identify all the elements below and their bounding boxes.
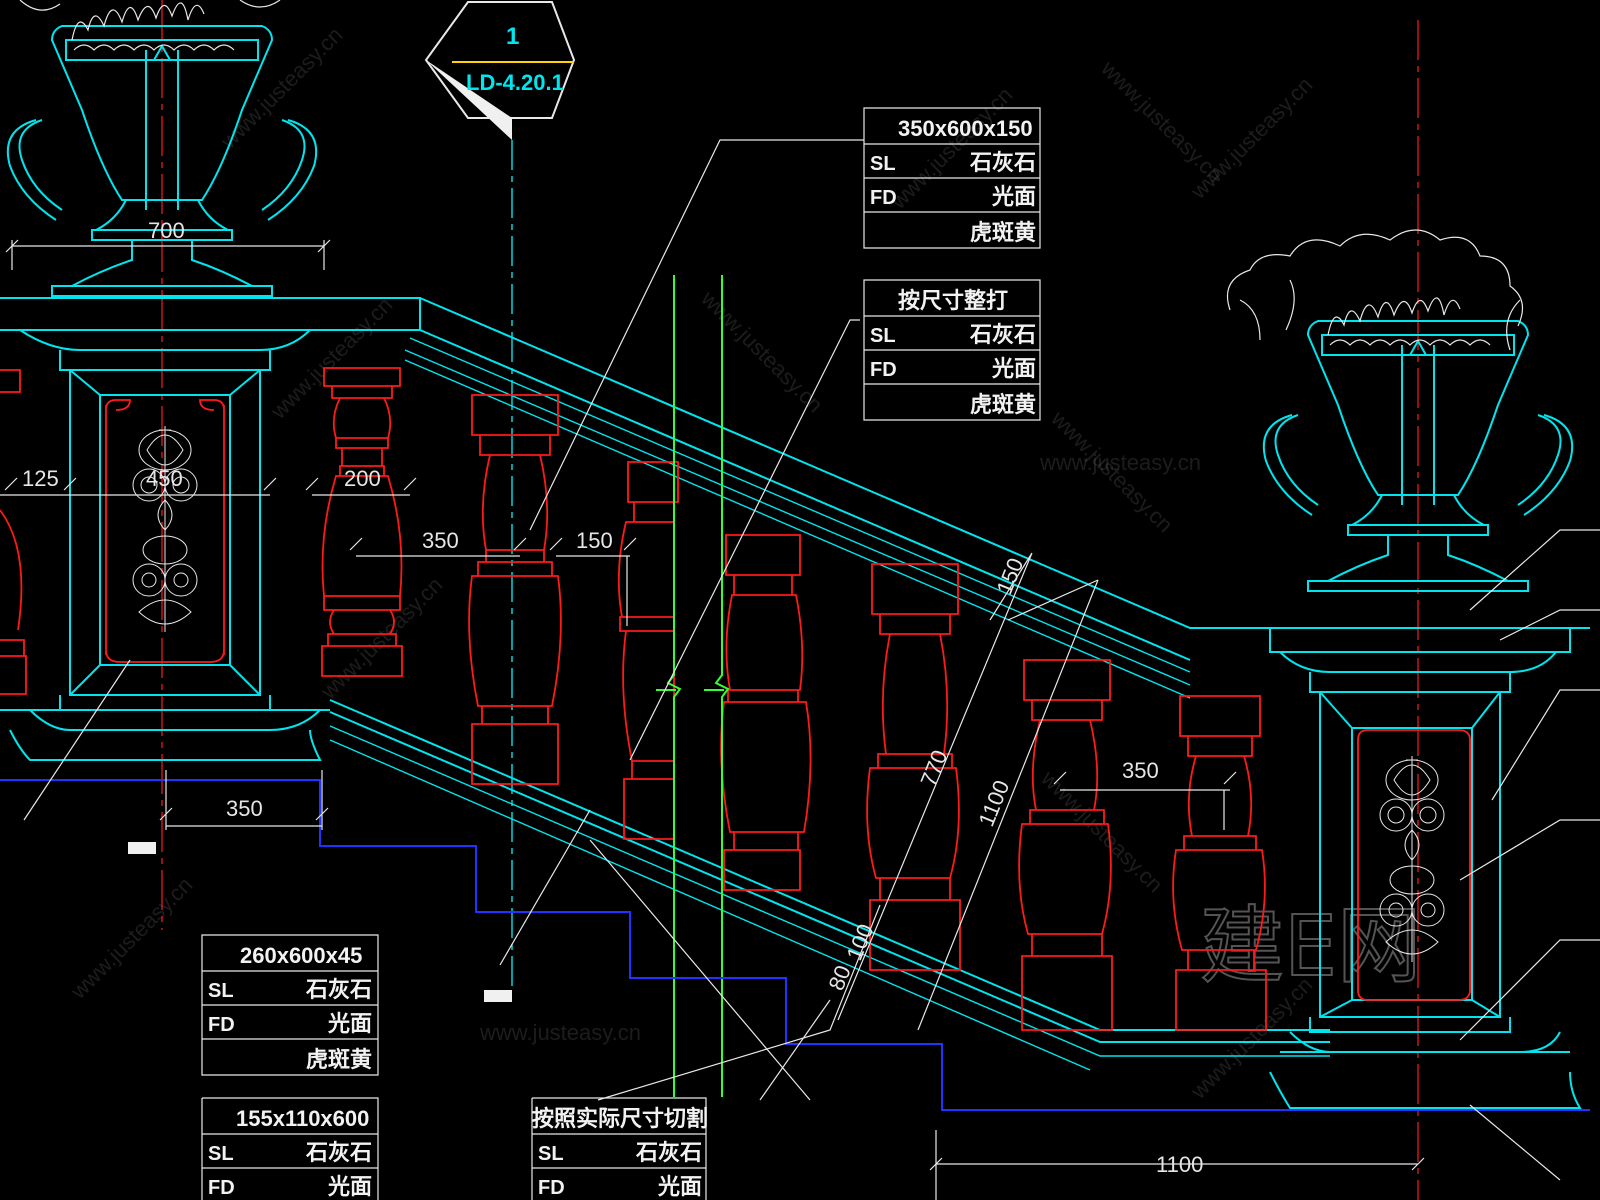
spec-code: SL: [538, 1143, 564, 1165]
watermark-text: www.justeasy.cn: [315, 572, 447, 704]
spec-value: 石灰石: [635, 1140, 702, 1165]
spec-table-header: 260x600x45: [240, 943, 362, 968]
watermark-text: www.justeasy.cn: [479, 1020, 641, 1045]
watermark-layer: www.justeasy.cn www.justeasy.cn www.just…: [65, 22, 1422, 1104]
spec-table: 155x110x600 SL 石灰石 FD 光面: [201, 1097, 379, 1200]
break-line: [656, 275, 730, 1097]
watermark-logo: 建E网: [1200, 897, 1421, 995]
right-post: [1269, 627, 1582, 1109]
dim-urn-width: 700: [148, 218, 185, 243]
spec-value: 虎斑黄: [970, 220, 1036, 245]
spec-code: SL: [870, 325, 896, 347]
dim-bottom-rail: 100: [841, 920, 878, 963]
left-urn-foliage: [19, 0, 281, 11]
dim-baluster-spacing: 350: [422, 528, 459, 553]
left-partial-baluster: [0, 369, 27, 695]
spec-value: 石灰石: [969, 322, 1036, 347]
dimension-lines: [0, 239, 1425, 1200]
bottom-rail: [329, 699, 1330, 1071]
dim-baluster-height: 770: [915, 746, 952, 789]
spec-table-header: 350x600x150: [898, 116, 1033, 141]
spec-value: 虎斑黄: [970, 392, 1036, 417]
dim-rail-offset: 125: [22, 466, 59, 491]
watermark-text: www.justeasy.cn: [65, 872, 197, 1004]
spec-code: FD: [208, 1014, 235, 1036]
dim-base-step: 350: [226, 796, 263, 821]
spec-code: FD: [870, 187, 897, 209]
leader-lines: [24, 139, 1600, 1181]
spec-value: 光面: [991, 184, 1036, 209]
dimension-labels: 700 450 125 200 350 150 350 150 770 1100…: [22, 218, 1203, 1177]
watermark-text: www.justeasy.cn: [1185, 72, 1317, 204]
spec-table: 按尺寸整打 SL 石灰石 FD 光面 虎斑黄: [863, 279, 1041, 421]
left-post: [0, 297, 421, 761]
dim-baluster-gap: 150: [576, 528, 613, 553]
spec-code: SL: [870, 153, 896, 175]
right-urn-foliage: [1226, 229, 1524, 351]
dim-baluster-spacing-b: 350: [1122, 758, 1159, 783]
spec-value: 石灰石: [969, 150, 1036, 175]
spec-table-header: 按尺寸整打: [898, 288, 1008, 313]
spec-code: FD: [208, 1177, 235, 1199]
spec-code: FD: [538, 1177, 565, 1199]
spec-table: 按照实际尺寸切割 SL 石灰石 FD 光面: [531, 1097, 708, 1200]
spec-code: FD: [870, 359, 897, 381]
spec-value: 虎斑黄: [306, 1047, 372, 1072]
spec-table-header: 按照实际尺寸切割: [532, 1106, 708, 1131]
watermark-text: www.justeasy.cn: [1036, 765, 1168, 897]
callout-number: 1: [506, 23, 519, 50]
spec-value: 光面: [657, 1174, 702, 1199]
spec-table-header: 155x110x600: [236, 1106, 369, 1131]
dim-landing-length: 1100: [1156, 1152, 1203, 1177]
watermark-text: www.justeasy.cn: [696, 285, 828, 417]
section-callout[interactable]: 1 LD-4.20.1: [424, 1, 576, 140]
spec-value: 光面: [327, 1011, 372, 1036]
dim-rail-thickness: 150: [991, 554, 1028, 597]
dim-post-width: 450: [146, 466, 183, 491]
spec-value: 石灰石: [305, 977, 372, 1002]
spec-code: SL: [208, 980, 234, 1002]
spec-table: 350x600x150 SL 石灰石 FD 光面 虎斑黄: [863, 107, 1041, 249]
stair-steps: [0, 779, 1590, 1111]
spec-value: 光面: [327, 1174, 372, 1199]
dim-baluster-width: 200: [344, 466, 381, 491]
watermark-text: www.justeasy.cn: [1039, 450, 1201, 475]
watermark-text: www.justeasy.cn: [265, 292, 397, 424]
spec-value: 石灰石: [305, 1140, 372, 1165]
spec-code: SL: [208, 1143, 234, 1165]
spec-value: 光面: [991, 356, 1036, 381]
spec-table: 260x600x45 SL 石灰石 FD 光面 虎斑黄: [201, 934, 379, 1076]
watermark-text: www.justeasy.cn: [215, 22, 347, 154]
callout-sheet-ref: LD-4.20.1: [466, 70, 564, 95]
